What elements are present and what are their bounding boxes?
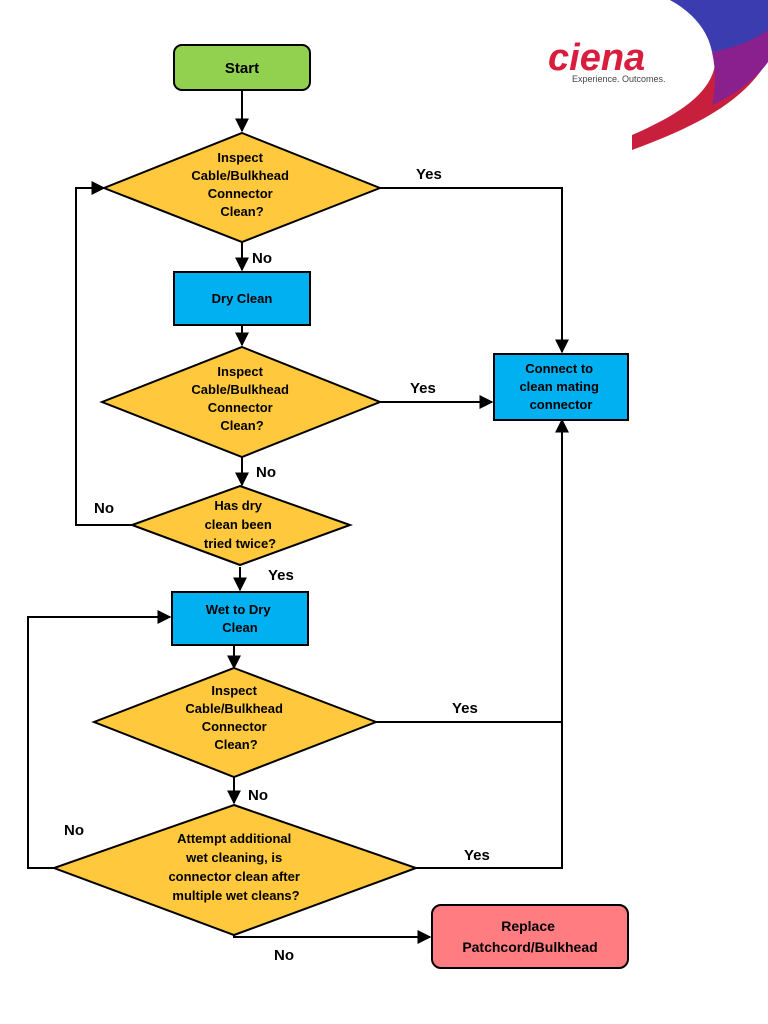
svg-text:Inspect Cable/Bulkhead: Inspect Cable/Bulkhead Connector Clean? xyxy=(185,683,286,752)
node-start: Start xyxy=(173,44,311,91)
node-decision1-line-1: Inspect xyxy=(217,150,263,165)
node-decision2-line-2: Cable/Bulkhead xyxy=(191,382,289,397)
node-decision3-line-1: Has dry xyxy=(214,498,262,513)
node-replace-line-2: Patchcord/Bulkhead xyxy=(462,939,597,955)
node-connect: Connect to clean mating connector xyxy=(493,353,629,421)
label-d4-no: No xyxy=(248,787,268,804)
label-d4-yes: Yes xyxy=(452,700,478,717)
node-decision5-line-4: multiple wet cleans? xyxy=(172,888,299,903)
label-d3-no: No xyxy=(94,500,114,517)
svg-text:Wet to Dry Clean: Wet to Dry Clean xyxy=(206,602,274,635)
label-d2-yes: Yes xyxy=(410,380,436,397)
node-decision5-line-3: connector clean after xyxy=(168,869,300,884)
svg-text:Attempt additional wet c: Attempt additional wet cleaning, is conn… xyxy=(168,831,303,903)
node-wet-dry-line-2: Clean xyxy=(222,620,257,635)
node-decision1: Inspect Cable/Bulkhead Connector Clean? xyxy=(101,131,383,244)
node-decision2-line-3: Connector xyxy=(208,400,273,415)
svg-text:Inspect Cable/Bulkhead: Inspect Cable/Bulkhead Connector Clean? xyxy=(191,150,292,219)
node-connect-line-2: clean mating xyxy=(519,379,599,394)
svg-text:Replace Patchcord/Bulkhe: Replace Patchcord/Bulkhead xyxy=(462,918,597,955)
label-d3-yes: Yes xyxy=(268,567,294,584)
node-wet-dry-clean: Wet to Dry Clean xyxy=(171,591,309,646)
edge-d1-yes xyxy=(380,187,569,354)
node-decision3-line-2: clean been xyxy=(205,517,272,532)
ciena-logo: ciena Experience. Outcomes. xyxy=(548,0,768,150)
svg-text:Connect to clean mating: Connect to clean mating connector xyxy=(519,361,602,412)
logo-swoosh-top-icon xyxy=(670,0,768,52)
node-decision2-line-1: Inspect xyxy=(217,364,263,379)
logo-tagline: Experience. Outcomes. xyxy=(572,74,666,84)
node-replace: Replace Patchcord/Bulkhead xyxy=(431,904,629,969)
label-d1-no: No xyxy=(252,250,272,267)
node-decision2-line-4: Clean? xyxy=(220,418,263,433)
node-decision4-line-4: Clean? xyxy=(214,737,257,752)
node-connect-line-1: Connect to xyxy=(525,361,593,376)
svg-text:Inspect Cable/Bulkhead: Inspect Cable/Bulkhead Connector Clean? xyxy=(191,364,292,433)
logo-wordmark: ciena xyxy=(548,37,645,79)
node-decision5: Attempt additional wet cleaning, is conn… xyxy=(51,803,419,937)
node-connect-line-3: connector xyxy=(530,397,593,412)
label-d1-yes: Yes xyxy=(416,166,442,183)
label-d2-no: No xyxy=(256,464,276,481)
node-wet-dry-line-1: Wet to Dry xyxy=(206,602,272,617)
node-decision1-line-3: Connector xyxy=(208,186,273,201)
svg-text:Dry Clean: Dry Clean xyxy=(212,291,273,306)
node-replace-line-1: Replace xyxy=(501,918,555,934)
node-decision1-line-2: Cable/Bulkhead xyxy=(191,168,289,183)
label-d5-no: No xyxy=(274,947,294,964)
node-decision4-line-2: Cable/Bulkhead xyxy=(185,701,283,716)
node-decision4: Inspect Cable/Bulkhead Connector Clean? xyxy=(91,666,379,779)
svg-text:Has dry clean been: Has dry clean been tried twice? xyxy=(204,498,276,551)
edge-d5-no-loop xyxy=(27,610,172,869)
edge-d5-no xyxy=(233,930,432,944)
label-d5-no-loop: No xyxy=(64,822,84,839)
node-decision2: Inspect Cable/Bulkhead Connector Clean? xyxy=(99,345,383,459)
node-decision4-line-3: Connector xyxy=(202,719,267,734)
edge-d3-no-loop xyxy=(75,181,132,526)
node-decision3: Has dry clean been tried twice? xyxy=(129,484,353,567)
node-start-label: Start xyxy=(225,60,259,77)
edge-d5-yes xyxy=(416,418,569,869)
connectors xyxy=(27,90,569,944)
node-decision1-line-4: Clean? xyxy=(220,204,263,219)
node-decision5-line-1: Attempt additional xyxy=(177,831,291,846)
label-d5-yes: Yes xyxy=(464,847,490,864)
node-decision5-line-2: wet cleaning, is xyxy=(185,850,282,865)
node-decision3-line-3: tried twice? xyxy=(204,536,276,551)
logo-swoosh-mid-icon xyxy=(712,30,768,105)
node-decision4-line-1: Inspect xyxy=(211,683,257,698)
node-dry-clean-label: Dry Clean xyxy=(212,291,273,306)
edge-labels: Yes No Yes No No Yes Yes No No Yes No xyxy=(64,166,490,964)
svg-text:Start: Start xyxy=(225,60,259,77)
node-dry-clean: Dry Clean xyxy=(173,271,311,326)
